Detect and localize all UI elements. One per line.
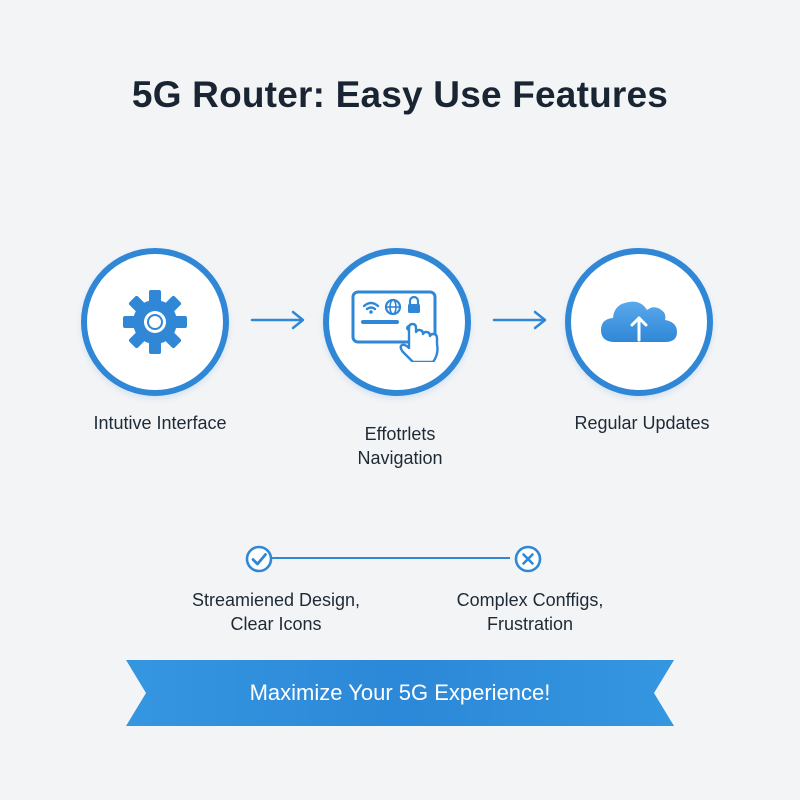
- comparison-positive-label: Streamiened Design, Clear Icons: [191, 590, 361, 634]
- step-label-updates: Regular Updates: [574, 413, 710, 433]
- page-title: 5G Router: Easy Use Features: [131, 74, 669, 115]
- checkmark-circle-icon: [245, 545, 273, 573]
- step-circle-navigation: [323, 248, 471, 396]
- touchscreen-hand-icon: [351, 290, 439, 362]
- ribbon-shape: [126, 660, 674, 726]
- arrow-right-icon: [492, 310, 547, 330]
- step-label-navigation: Effotrlets Navigation: [357, 424, 443, 468]
- gear-icon: [123, 290, 187, 354]
- cta-banner: Maximize Your 5G Experience!: [126, 658, 674, 728]
- cloud-upload-icon: [601, 301, 677, 342]
- x-circle-icon: [514, 545, 542, 573]
- step-circle-updates: [565, 248, 713, 396]
- banner-text: Maximize Your 5G Experience!: [249, 680, 551, 705]
- step-label-interface: Intutive Interface: [93, 413, 227, 433]
- step-circle-interface: [81, 248, 229, 396]
- comparison-negative-label: Complex Conffigs, Frustration: [456, 590, 604, 634]
- comparison-connector: [270, 557, 510, 559]
- arrow-right-icon: [250, 310, 305, 330]
